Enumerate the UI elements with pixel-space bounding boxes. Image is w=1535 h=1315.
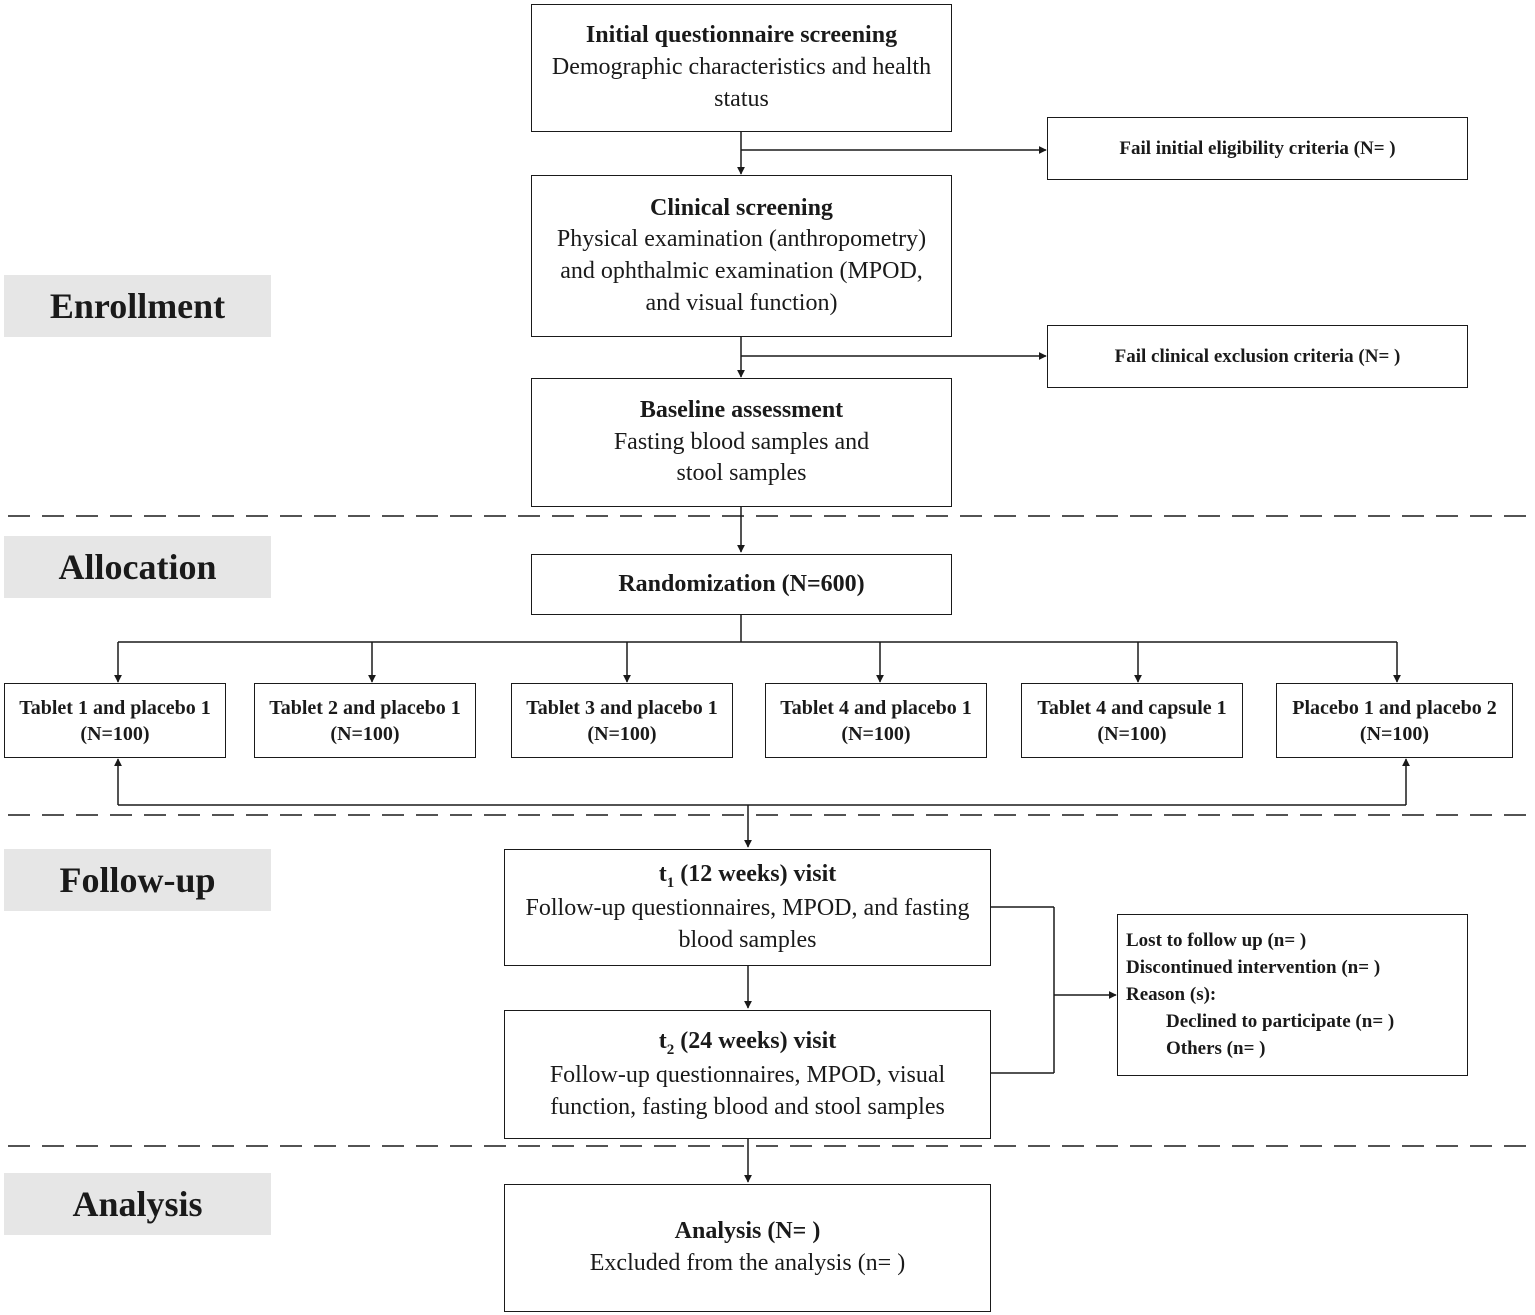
initial-screening-desc: Demographic characteristics and health s… [551,54,932,112]
baseline-desc: Fasting blood samples and stool samples [613,428,870,487]
group-name: Placebo 1 and placebo 2 [1292,696,1497,719]
baseline-assessment-box: Baseline assessment Fasting blood sample… [531,378,952,507]
group-box-3: Tablet 3 and placebo 1 (N=100) [511,683,733,758]
t2-visit-desc: Follow-up questionnaires, MPOD, visual f… [549,1062,946,1120]
randomization-box: Randomization (N=600) [531,554,952,615]
group-name: Tablet 2 and placebo 1 [269,696,461,719]
stage-label-analysis: Analysis [4,1173,271,1235]
t2-visit-box: t2 (24 weeks) visit Follow-up questionna… [504,1010,991,1139]
group-box-6: Placebo 1 and placebo 2 (N=100) [1276,683,1513,758]
group-box-4: Tablet 4 and placebo 1 (N=100) [765,683,987,758]
declined-line: Declined to participate (n= ) [1166,1011,1395,1032]
clinical-screening-desc: Physical examination (anthropometry) and… [556,226,927,316]
group-count: (N=100) [1359,722,1430,745]
fail-clinical-label: Fail clinical exclusion criteria (N= ) [1114,345,1401,367]
group-name: Tablet 4 and placebo 1 [780,696,972,719]
group-count: (N=100) [80,722,150,745]
analysis-box: Analysis (N= ) Excluded from the analysi… [504,1184,991,1312]
discontinued-line: Discontinued intervention (n= ) [1126,957,1381,978]
clinical-screening-box: Clinical screening Physical examination … [531,175,952,337]
fail-initial-label: Fail initial eligibility criteria (N= ) [1119,137,1396,159]
fail-clinical-box: Fail clinical exclusion criteria (N= ) [1047,325,1468,388]
group-name: Tablet 4 and capsule 1 [1037,696,1227,719]
analysis-title: Analysis (N= ) [674,1218,821,1245]
group-name: Tablet 3 and placebo 1 [526,696,718,719]
clinical-screening-title: Clinical screening [650,194,833,221]
fail-initial-box: Fail initial eligibility criteria (N= ) [1047,117,1468,180]
group-box-1: Tablet 1 and placebo 1 (N=100) [4,683,226,758]
initial-screening-box: Initial questionnaire screening Demograp… [531,4,952,132]
lost-line: Lost to follow up (n= ) [1126,930,1307,951]
analysis-desc: Excluded from the analysis (n= ) [589,1250,906,1276]
t2-visit-title: t2 (24 weeks) visit [658,1027,837,1058]
initial-screening-title: Initial questionnaire screening [585,22,898,49]
stage-label-enrollment: Enrollment [4,275,271,337]
group-box-2: Tablet 2 and placebo 1 (N=100) [254,683,476,758]
t1-visit-title: t1 (12 weeks) visit [658,860,837,891]
stage-label-allocation: Allocation [4,536,271,598]
baseline-title: Baseline assessment [639,396,844,423]
t1-visit-desc: Follow-up questionnaires, MPOD, and fast… [525,895,970,953]
t1-visit-box: t1 (12 weeks) visit Follow-up questionna… [504,849,991,966]
group-count: (N=100) [1097,722,1167,745]
others-line: Others (n= ) [1166,1038,1266,1059]
group-count: (N=100) [330,722,400,745]
reasons-line: Reason (s): [1126,984,1217,1005]
group-box-5: Tablet 4 and capsule 1 (N=100) [1021,683,1243,758]
group-name: Tablet 1 and placebo 1 [19,696,211,719]
randomization-label: Randomization (N=600) [618,570,865,597]
group-count: (N=100) [841,722,911,745]
stage-label-follow-up: Follow-up [4,849,271,911]
group-count: (N=100) [587,722,657,745]
lost-to-follow-up-box: Lost to follow up (n= ) Discontinued int… [1117,914,1468,1076]
